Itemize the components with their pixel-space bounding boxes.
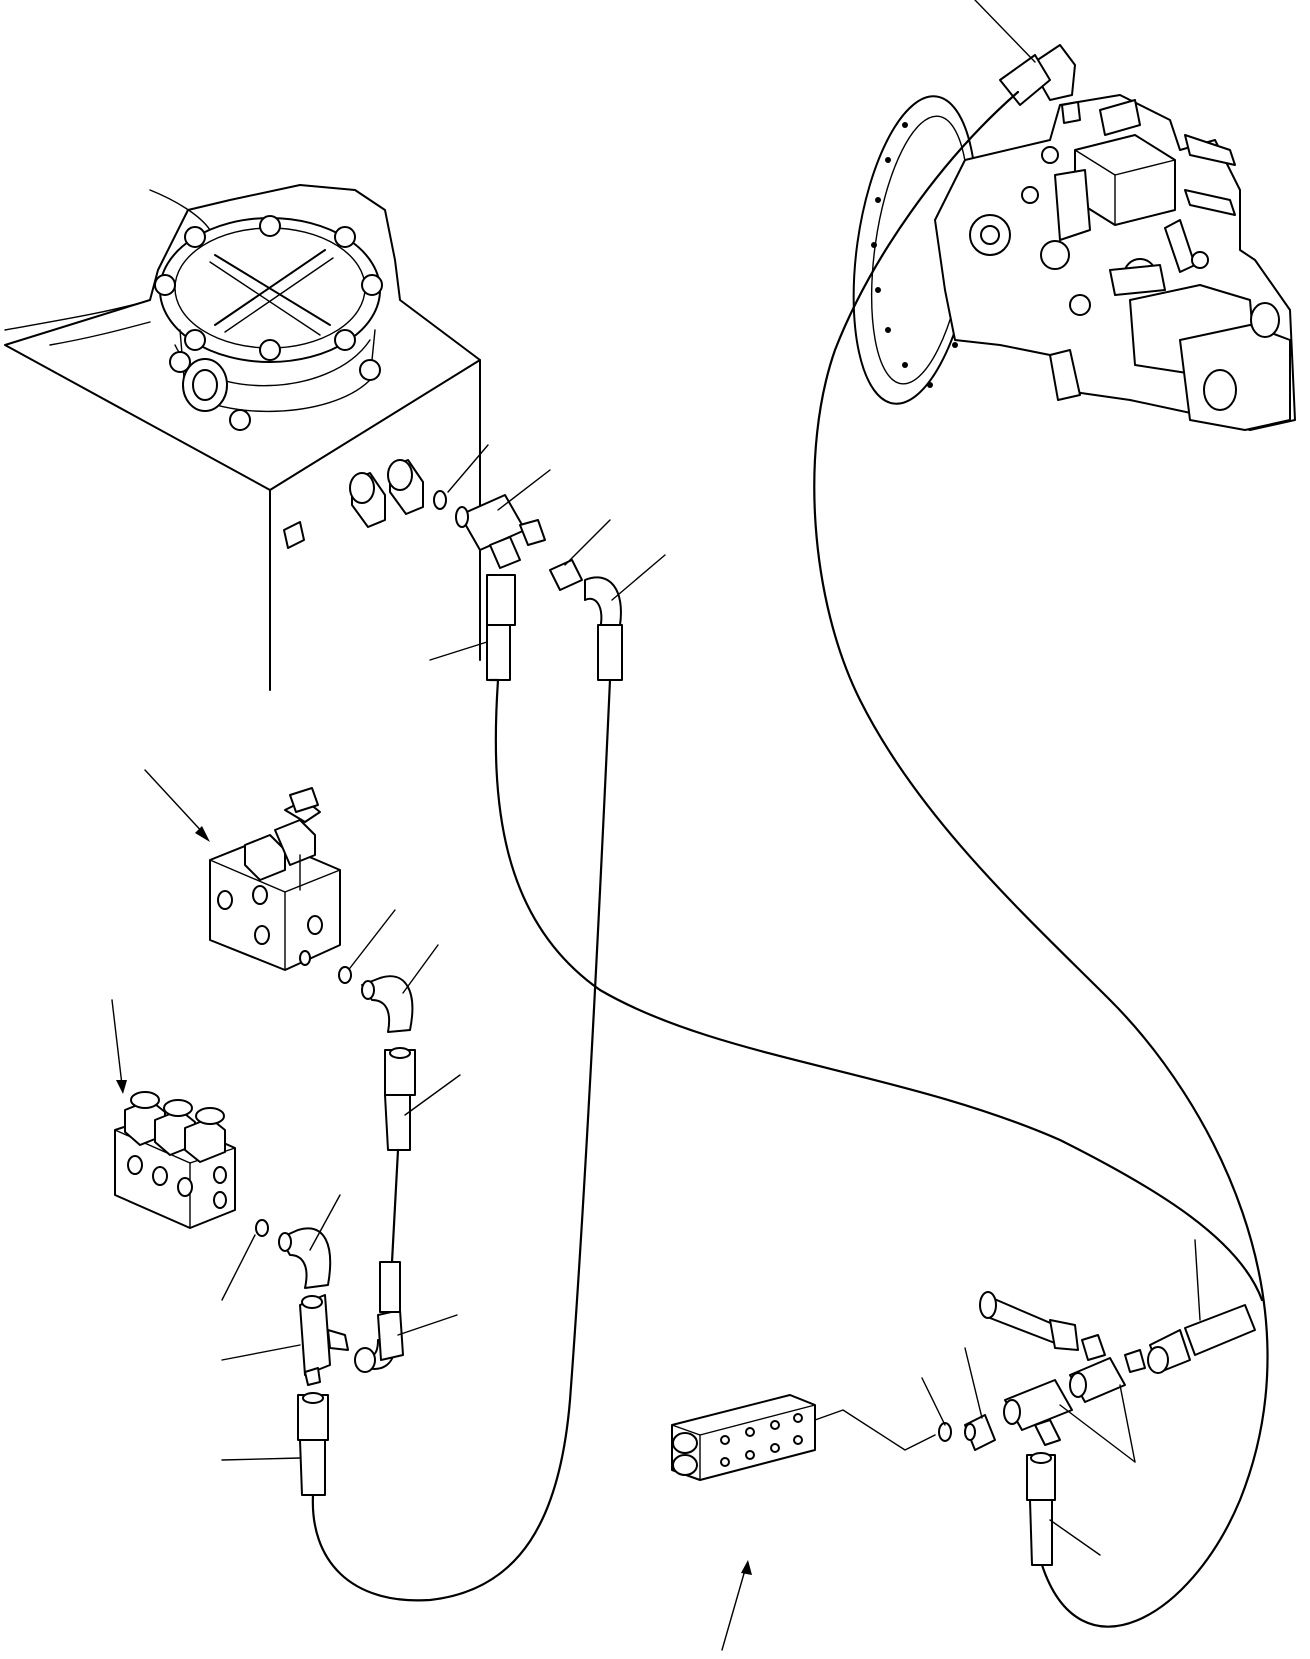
right-fittings (921, 1239, 1256, 1566)
o-ring-icon (433, 490, 447, 510)
o-ring-icon (338, 966, 352, 984)
lower-valve-fittings (221, 1194, 458, 1496)
upper-valve-fittings (338, 909, 461, 1151)
o-ring-icon (255, 1219, 269, 1237)
pump-assembly (852, 0, 1296, 431)
hydraulic-tank (4, 184, 481, 691)
pilot-valve-lower (111, 999, 236, 1229)
o-ring-icon (938, 1422, 952, 1442)
pilot-valve-upper (144, 769, 341, 971)
distribution-block (671, 1394, 936, 1651)
tank-fittings (349, 444, 666, 681)
hoses (311, 90, 1269, 1628)
